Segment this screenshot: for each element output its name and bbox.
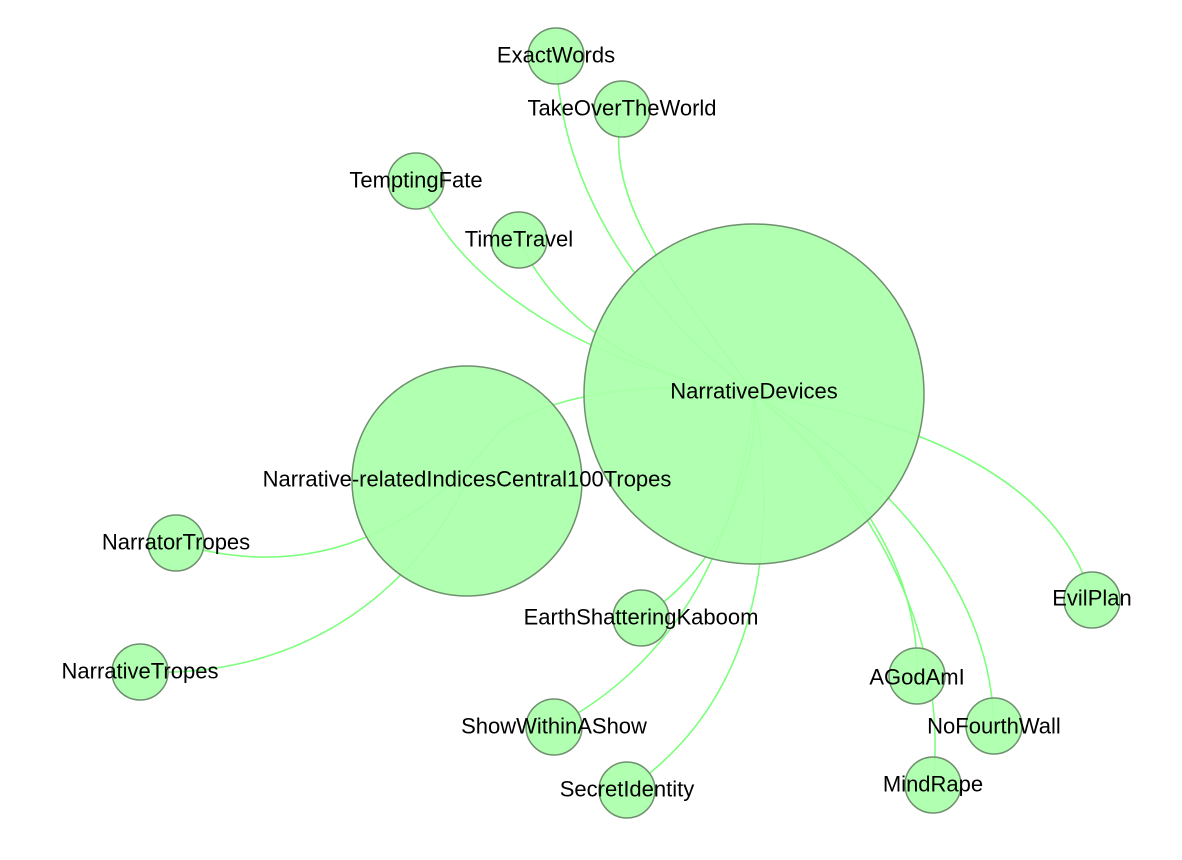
node-label-exact-words: ExactWords bbox=[497, 43, 615, 68]
node-agod-am-i[interactable] bbox=[888, 647, 946, 705]
node-label-show-within-ashow: ShowWithinAShow bbox=[461, 714, 647, 739]
node-earth-shattering-kaboom[interactable] bbox=[612, 589, 670, 647]
node-label-narrative-tropes: NarrativeTropes bbox=[62, 659, 219, 684]
node-mind-rape[interactable] bbox=[904, 756, 962, 814]
node-exact-words[interactable] bbox=[527, 27, 585, 85]
node-label-narrator-tropes: NarratorTropes bbox=[102, 530, 250, 555]
node-narrative-devices[interactable] bbox=[583, 223, 925, 565]
node-narrative-tropes[interactable] bbox=[111, 643, 169, 701]
node-label-tempting-fate: TemptingFate bbox=[349, 168, 482, 193]
node-show-within-ashow[interactable] bbox=[525, 698, 583, 756]
node-label-narrative-devices: NarrativeDevices bbox=[670, 379, 838, 404]
node-take-over-the-world[interactable] bbox=[593, 80, 651, 138]
node-label-mind-rape: MindRape bbox=[883, 772, 983, 797]
node-evil-plan[interactable] bbox=[1063, 571, 1121, 629]
node-secret-identity[interactable] bbox=[598, 761, 656, 819]
node-label-take-over-the-world: TakeOverTheWorld bbox=[527, 96, 716, 121]
node-tempting-fate[interactable] bbox=[387, 152, 445, 210]
node-label-narrative-related-indices-central100-tropes: Narrative-relatedIndicesCentral100Tropes bbox=[263, 467, 672, 492]
node-label-secret-identity: SecretIdentity bbox=[560, 777, 695, 802]
node-label-earth-shattering-kaboom: EarthShatteringKaboom bbox=[524, 605, 759, 630]
node-label-no-fourth-wall: NoFourthWall bbox=[927, 714, 1061, 739]
node-label-agod-am-i: AGodAmI bbox=[869, 665, 964, 690]
node-narrative-related-indices-central100-tropes[interactable] bbox=[351, 365, 583, 597]
node-no-fourth-wall[interactable] bbox=[965, 697, 1023, 755]
nodes-layer bbox=[111, 27, 1121, 819]
node-narrator-tropes[interactable] bbox=[147, 514, 205, 572]
node-label-time-travel: TimeTravel bbox=[465, 227, 573, 252]
node-label-evil-plan: EvilPlan bbox=[1052, 586, 1131, 611]
labels-layer: NarrativeDevicesNarrative-relatedIndices… bbox=[62, 43, 1132, 802]
node-time-travel[interactable] bbox=[490, 211, 548, 269]
